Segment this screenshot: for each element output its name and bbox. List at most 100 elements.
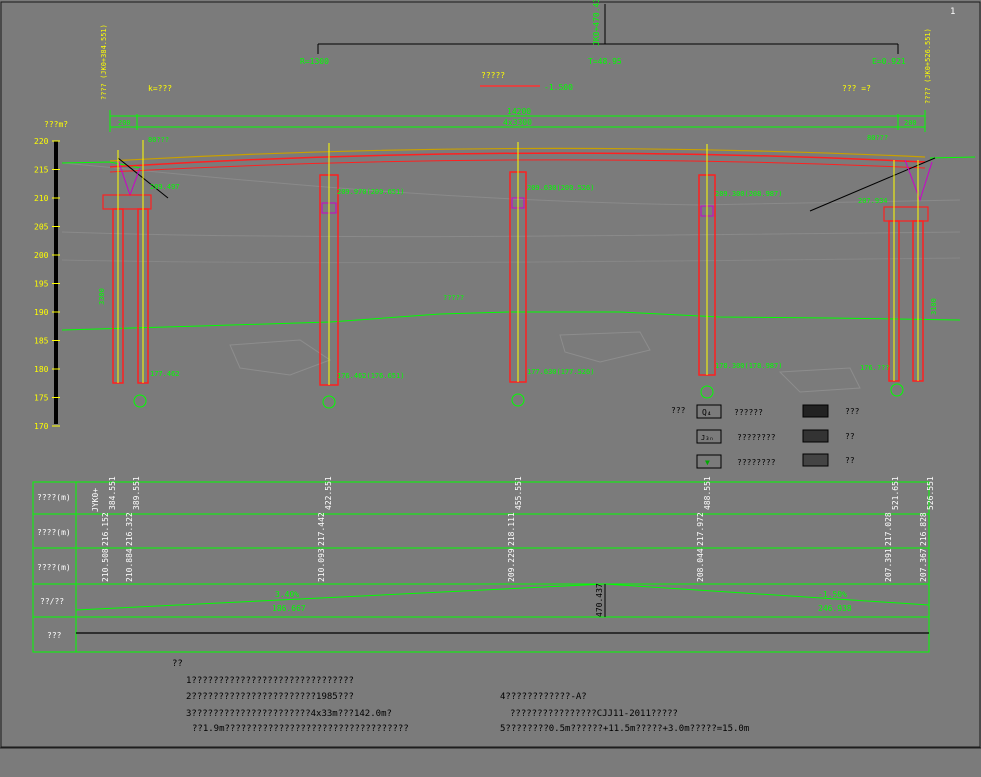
pier-1: 209.970(209.651) 176.462(176.651) [319, 143, 404, 409]
drawing-frame [0, 1, 981, 748]
vc-tangent: T=48.95 [588, 57, 622, 66]
geology-background [61, 162, 961, 393]
row-label-design: ????(m) [37, 528, 71, 537]
water-label: ????? [443, 294, 464, 302]
elevation-tick-185: 185 [34, 337, 49, 346]
design-elev-cell: 218.111 [507, 512, 516, 546]
note-line-7: 5????????0.5m??????+11.5m?????+3.0m?????… [500, 724, 749, 734]
row-label-curve: ??? [47, 631, 62, 640]
right-side-note: ??? =? [842, 84, 871, 93]
pier2-bot-elev: 177.630(177.526) [527, 368, 594, 376]
ground-elev-cell: 209.229 [507, 548, 516, 582]
pier-3: 209.300(208.987) 178.300(178.987) [698, 144, 782, 399]
design-elev-cell: 216.828 [919, 512, 928, 546]
elevation-tick-180: 180 [34, 365, 49, 374]
slope-left-len: 186.667 [272, 604, 306, 613]
legend-hatch-1: ??? [845, 407, 860, 416]
page-number: 1 [950, 7, 955, 17]
slope-right: -1.50% [818, 590, 847, 599]
legend-text-1: ?????? [734, 408, 763, 417]
span-left-small: 200 [118, 119, 131, 127]
ground-elev-cell: 207.367 [919, 548, 928, 582]
station-cell: 384.551 [108, 476, 117, 510]
pier3-top-elev: 209.300(208.987) [715, 190, 782, 198]
profile-table: ????(m) ????(m) ????(m) ??/?? ??? JYK0+3… [32, 476, 935, 653]
ground-elev-cell: 210.508 [101, 548, 110, 582]
legend-sym-2: J₃ₙ [701, 434, 714, 442]
station-cell: 389.551 [132, 476, 141, 510]
elevation-tick-175: 175 [34, 394, 49, 403]
elevation-tick-200: 200 [34, 251, 49, 260]
span-right-small: 200 [904, 119, 917, 127]
slope-label: ????? [481, 71, 505, 80]
station-cell: 488.551 [703, 476, 712, 510]
ground-elev-cell: 207.391 [884, 548, 893, 582]
span-total-bottom: 4x3300 [503, 118, 532, 127]
span-dimensions: 14200 4x3300 200 200 80??? 80??? [109, 107, 926, 144]
ground-elev-cell: 210.093 [317, 548, 326, 582]
pier-2: 209.630(209.526) 177.630(177.526) [509, 142, 594, 407]
ground-elev-cell: 210.884 [125, 548, 134, 582]
station-cell: 521.651 [891, 476, 900, 510]
pier0-bot-elev: 177.462 [150, 370, 180, 378]
note-line-2: 2???????????????????????1985??? [186, 692, 354, 702]
notes: ?? 1?????????????????????????????? 2????… [172, 659, 749, 734]
right-slope-line [809, 157, 936, 212]
elevation-tick-210: 210 [34, 194, 49, 203]
pier4-top-elev: 207.934 [858, 197, 888, 205]
elevation-axis-title: ???m? [44, 120, 68, 129]
left-ground-line [61, 161, 141, 169]
pier3-bot-elev: 178.300(178.987) [715, 362, 782, 370]
span-right-tag: 80??? [867, 134, 888, 142]
elevation-tick-220: 220 [34, 137, 49, 146]
legend-title: ??? [671, 406, 686, 415]
span-total-top: 14200 [507, 107, 531, 116]
pile-length-right: 3100 [930, 298, 938, 315]
vc-radius: R=1300 [300, 57, 329, 66]
pier1-top-elev: 209.970(209.651) [337, 188, 404, 196]
elevation-tick-190: 190 [34, 308, 49, 317]
span-left-tag: 80??? [148, 136, 169, 144]
design-elev-cell: 217.028 [884, 512, 893, 546]
pier-0: 209.497 177.462 3300 [98, 140, 180, 408]
slope-right-len: 246.938 [818, 604, 852, 613]
ground-elev-cell: 208.044 [696, 548, 705, 582]
design-elev-cell: 216.152 [101, 512, 110, 546]
pier-4: 207.934 176.??? 3100 [858, 160, 938, 397]
right-abut-label: ???? (JK0+526.551) [924, 28, 932, 104]
left-side-note: k=??? [148, 84, 172, 93]
legend-sym-3: ▼ [705, 458, 710, 467]
note-line-5: 4????????????-A? [500, 692, 587, 702]
design-elev-cell: 217.442 [317, 512, 326, 546]
right-cone-slope [904, 159, 933, 202]
slope-value: -1.500 [544, 83, 573, 92]
notes-title: ?? [172, 659, 183, 669]
note-line-1: 1?????????????????????????????? [186, 676, 354, 686]
right-ground-line [929, 156, 976, 159]
slope-left: 3.40% [275, 590, 299, 599]
note-line-3: 3??????????????????????4x33m???142.0m? [186, 709, 392, 719]
row-label-station: ????(m) [37, 493, 71, 502]
legend-hatch-2: ?? [845, 432, 855, 441]
change-point: 470.437 [595, 583, 604, 617]
design-elev-cell: 216.322 [125, 512, 134, 546]
vc-station-label: JK0+470.437 [592, 0, 601, 46]
station-cell: 526.551 [926, 476, 935, 510]
elevation-tick-215: 215 [34, 166, 49, 175]
header-labels: ???? (JK0+384.551) k=??? ????? -1.500 ??… [100, 24, 932, 104]
pile-length-left: 3300 [98, 288, 106, 305]
pier2-top-elev: 209.630(209.526) [527, 184, 594, 192]
note-line-6: ????????????????CJJ11-2011????? [510, 709, 678, 719]
design-elev-cell: 217.972 [696, 512, 705, 546]
note-line-4: ??1.9m?????????????????????????????????? [192, 724, 409, 734]
elevation-tick-205: 205 [34, 223, 49, 232]
legend: ??? Q₄ ?????? J₃ₙ ???????? ▼ ???????? ??… [671, 404, 860, 469]
legend-text-3: ???????? [737, 458, 776, 467]
station-prefix: JYK0+ [91, 488, 100, 512]
legend-text-2: ???????? [737, 433, 776, 442]
left-abut-label: ???? (JK0+384.551) [100, 24, 108, 100]
legend-hatch-3: ?? [845, 456, 855, 465]
vertical-curve-annotation: JK0+470.437 R=1300 T=48.95 E=0.921 [300, 0, 906, 66]
